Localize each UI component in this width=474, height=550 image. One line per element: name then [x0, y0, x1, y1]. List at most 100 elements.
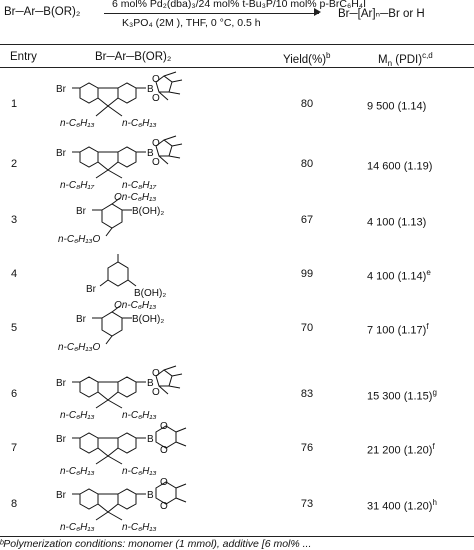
bromine-label: Br [76, 206, 87, 217]
row-mn: 9 500 (1.14) [367, 98, 426, 113]
benzene-structure-icon: Br On-C₆H₁₃ B(OH)₂ n-C₆H₁₃O [58, 300, 164, 353]
table-footnote: ᵇPolymerization conditions: monomer (1 m… [0, 538, 312, 550]
table-row: 3 Br On-C₆H₁₃ B(OH)₂ n-C₆H₁₃O 67 4 100 (… [0, 192, 474, 257]
row-yield: 73 [300, 498, 314, 510]
header-mn-subscript: n [387, 59, 393, 69]
hexyl-label: n-C₆H₁₃ [122, 410, 157, 421]
hexyl-label: n-C₆H₁₃ [122, 118, 157, 129]
row-mn-value: 15 300 (1.15) [367, 390, 433, 403]
row-yield: 76 [300, 442, 314, 454]
oxygen-label: O [160, 501, 168, 512]
row-entry: 1 [11, 98, 18, 110]
fluorene-structure-icon: Br B O O n-C₈H₁₇ n-C₈H₁₇ [56, 135, 183, 191]
row-mn: 21 200 (1.20)f [367, 442, 435, 457]
row-mn-value: 31 400 (1.20) [367, 500, 433, 513]
structure-dialkoxy-phenylboronic-acid: Br On-C₆H₁₃ B(OH)₂ n-C₆H₁₃O [56, 192, 216, 257]
oxygen-label: O [152, 74, 160, 85]
benzene-structure-icon: Br B(OH)₂ [86, 254, 166, 299]
header-mn: Mn (PDI)c,d [378, 51, 433, 68]
hexyl-label: n-C₆H₁₃ [60, 522, 95, 533]
header-mn-note: c,d [422, 51, 433, 60]
bromine-label: Br [56, 84, 67, 95]
row-footnote: g [432, 388, 437, 397]
table-top-rule [0, 44, 474, 45]
fluorene-structure-icon: Br B O O n-C₆H₁₃ n-C₆H₁₃ [56, 477, 187, 533]
octyl-label: n-C₈H₁₇ [122, 180, 157, 191]
header-yield: Yield(%)b [283, 51, 330, 66]
table-row: 8 Br B O O n-C₆H₁₃ n-C₆H₁₃ 73 31 400 (1.… [0, 477, 474, 539]
hexyloxy-label: On-C₆H₁₃ [114, 192, 156, 203]
header-mn-symbol: M [378, 53, 388, 66]
structure-fluorene-hexyl-dioxaborinane: Br B O O n-C₆H₁₃ n-C₆H₁₃ [56, 477, 216, 539]
row-yield: 80 [300, 98, 314, 110]
structure-methyl-bromophenylboronic-acid: Br B(OH)₂ [56, 254, 216, 309]
oxygen-label: O [152, 157, 160, 168]
oxygen-label: O [160, 477, 168, 488]
boronic-acid-label: B(OH)₂ [134, 288, 166, 299]
bromine-label: Br [56, 434, 67, 445]
reactant-formula: Br─Ar─B(OR)₂ [4, 6, 81, 18]
header-monomer: Br─Ar─B(OR)₂ [95, 51, 172, 63]
hexyl-label: n-C₆H₁₃ [60, 118, 95, 129]
bromine-label: Br [56, 148, 67, 159]
row-mn-value: 9 500 (1.14) [367, 100, 427, 113]
row-yield: 99 [300, 268, 314, 280]
header-yield-note: b [326, 51, 331, 60]
structure-fluorene-hexyl-pinacol: Br B O O n-C₆H₁₃ n-C₆H₁₃ [56, 71, 216, 135]
oxygen-label: O [152, 138, 160, 149]
hexyl-label: n-C₆H₁₃ [60, 410, 95, 421]
bromine-label: Br [56, 378, 67, 389]
row-entry: 6 [11, 388, 18, 400]
table-row: 4 Br B(OH)₂ 99 4 100 (1.14)e [0, 254, 474, 309]
arrow-head-icon [314, 8, 321, 16]
bromine-label: Br [76, 314, 87, 325]
benzene-structure-icon: Br On-C₆H₁₃ B(OH)₂ n-C₆H₁₃O [58, 192, 164, 245]
row-mn-value: 14 600 (1.19) [367, 160, 433, 173]
row-footnote: f [432, 442, 435, 451]
table-row: 1 Br B O O n-C₆H₁₃ n-C₆H₁₃ 80 9 500 (1.1 [0, 71, 474, 135]
header-yield-label: Yield(%) [283, 53, 327, 66]
boron-label: B [147, 378, 154, 389]
row-yield: 80 [300, 158, 314, 170]
reaction-arrow [104, 13, 319, 14]
structure-dialkoxy-phenylboronic-acid: Br On-C₆H₁₃ B(OH)₂ n-C₆H₁₃O [56, 300, 216, 365]
fluorene-structure-icon: Br B O O n-C₆H₁₃ n-C₆H₁₃ [56, 365, 183, 421]
row-mn: 4 100 (1.14)e [367, 268, 431, 283]
fluorene-structure-icon: Br B O O n-C₆H₁₃ n-C₆H₁₃ [56, 71, 183, 129]
header-mn-label: (PDI) [392, 53, 423, 66]
row-entry: 4 [11, 268, 18, 280]
row-yield: 67 [300, 214, 314, 226]
structure-fluorene-octyl-pinacol: Br B O O n-C₈H₁₇ n-C₈H₁₇ [56, 135, 216, 197]
row-entry: 3 [11, 214, 18, 226]
structure-fluorene-hexyl-dioxaborolane: Br B O O n-C₆H₁₃ n-C₆H₁₃ [56, 365, 216, 427]
row-yield: 70 [300, 322, 314, 334]
row-mn: 7 100 (1.17)f [367, 322, 429, 337]
boronic-acid-label: B(OH)₂ [132, 206, 164, 217]
row-mn: 15 300 (1.15)g [367, 388, 437, 403]
bromine-label: Br [86, 284, 97, 295]
row-entry: 8 [11, 498, 18, 510]
boron-label: B [147, 434, 154, 445]
table-row: 2 Br B O O n-C₈H₁₇ n-C₈H₁₇ 80 14 600 (1. [0, 135, 474, 197]
structure-fluorene-hexyl-dioxaborinane: Br B O O n-C₆H₁₃ n-C₆H₁₃ [56, 421, 216, 483]
boronic-acid-label: B(OH)₂ [132, 314, 164, 325]
header-entry: Entry [10, 51, 37, 63]
row-mn-value: 7 100 (1.17) [367, 324, 427, 337]
row-footnote: f [426, 322, 429, 331]
octyl-label: n-C₈H₁₇ [60, 180, 95, 191]
table-bottom-rule [0, 536, 474, 537]
hexyl-label: n-C₆H₁₃ [60, 466, 95, 477]
oxygen-label: O [152, 368, 160, 379]
oxygen-label: O [160, 421, 168, 432]
oxygen-label: O [152, 93, 160, 104]
bromine-label: Br [56, 490, 67, 501]
table-row: 6 Br B O O n-C₆H₁₃ n-C₆H₁₃ 83 15 300 (1. [0, 365, 474, 427]
hexyl-label: n-C₆H₁₃ [122, 522, 157, 533]
hexyloxy-label: On-C₆H₁₃ [114, 300, 156, 311]
reaction-conditions-top: 6 mol% Pd₂(dba)₃/24 mol% t-Bu₃P/10 mol% … [112, 0, 366, 10]
oxygen-label: O [160, 445, 168, 456]
row-entry: 2 [11, 158, 18, 170]
row-yield: 83 [300, 388, 314, 400]
row-footnote: e [426, 268, 431, 277]
row-mn-value: 4 100 (1.14) [367, 270, 427, 283]
